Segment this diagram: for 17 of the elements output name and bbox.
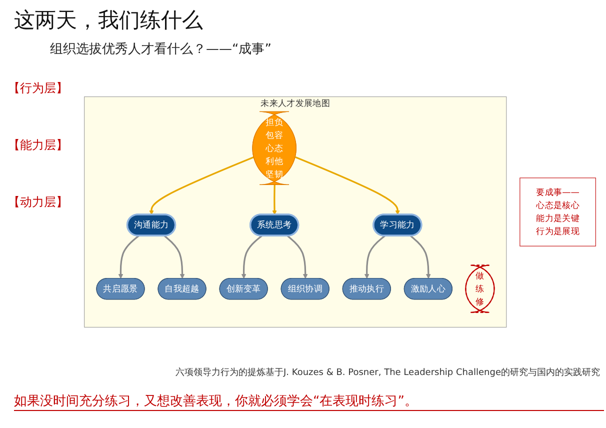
- layer-label: 【行为层】: [8, 80, 69, 97]
- arrow: [410, 235, 431, 279]
- arrow: [118, 235, 140, 279]
- page-title: 这两天，我们练什么: [14, 7, 203, 34]
- layer-label: 【动力层】: [8, 194, 69, 211]
- arrow: [286, 235, 308, 279]
- bullet-text: 组织选拔优秀人才看什么？——“成事”: [50, 41, 272, 58]
- arrow: [149, 156, 254, 215]
- arrow: [272, 184, 277, 215]
- citation-note: 六项领导力行为的提炼基于J. Kouzes & B. Posner, The Leadership Challenge的研究与国内的实践研究: [174, 366, 600, 379]
- arrow: [295, 156, 400, 215]
- arrow: [364, 235, 386, 279]
- caption-text: 如果没时间充分练习，又想改善表现，你就必须学会“在表现时练习”。: [14, 392, 604, 411]
- node-box: 要成事—— 心态是核心 能力是关键 行为是展现: [520, 178, 596, 246]
- arrow: [241, 235, 262, 279]
- layer-label: 【能力层】: [8, 137, 69, 154]
- arrow: [164, 235, 185, 279]
